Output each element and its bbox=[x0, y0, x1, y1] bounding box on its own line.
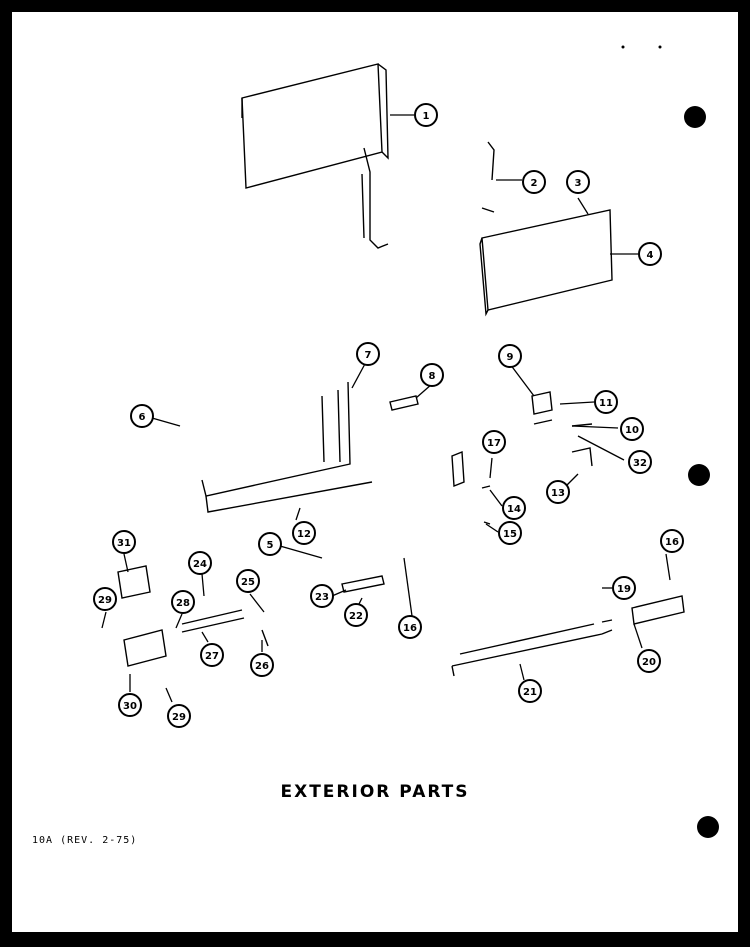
callout: 29 bbox=[93, 587, 117, 611]
callout: 2 bbox=[522, 170, 546, 194]
svg-text:32: 32 bbox=[633, 458, 647, 469]
callout: 3 bbox=[566, 170, 590, 194]
callout: 17 bbox=[482, 430, 506, 454]
svg-text:25: 25 bbox=[241, 577, 255, 588]
speck bbox=[621, 45, 625, 49]
binder-hole-top bbox=[684, 106, 706, 128]
svg-text:7: 7 bbox=[365, 350, 372, 361]
leader-lines bbox=[101, 114, 671, 703]
svg-text:8: 8 bbox=[429, 371, 436, 382]
svg-text:20: 20 bbox=[642, 657, 656, 668]
callout: 5 bbox=[258, 532, 282, 556]
part-side-panel bbox=[479, 209, 613, 317]
callout: 22 bbox=[344, 603, 368, 627]
svg-text:28: 28 bbox=[176, 598, 190, 609]
callout: 19 bbox=[612, 576, 636, 600]
svg-text:22: 22 bbox=[349, 611, 363, 622]
svg-text:24: 24 bbox=[193, 559, 207, 570]
svg-text:30: 30 bbox=[123, 701, 137, 712]
callout: 12 bbox=[292, 521, 316, 545]
callout: 29 bbox=[167, 704, 191, 728]
part-left-assembly bbox=[117, 565, 269, 667]
svg-text:16: 16 bbox=[403, 623, 417, 634]
callouts: 1 2 3 4 5 6 7 8 9 10 11 12 13 14 15 16 1… bbox=[93, 103, 684, 728]
svg-text:16: 16 bbox=[665, 537, 679, 548]
svg-text:21: 21 bbox=[523, 687, 537, 698]
callout: 15 bbox=[498, 521, 522, 545]
callout: 28 bbox=[171, 590, 195, 614]
svg-text:14: 14 bbox=[507, 504, 521, 515]
part-center-pieces bbox=[451, 450, 491, 525]
exploded-parts-diagram: 1 2 3 4 5 6 7 8 9 10 11 12 13 14 15 16 1… bbox=[93, 45, 719, 838]
callout: 8 bbox=[420, 363, 444, 387]
part-bracket-2 bbox=[481, 141, 495, 213]
callout: 32 bbox=[628, 450, 652, 474]
binder-hole-bottom bbox=[697, 816, 719, 838]
callout: 7 bbox=[356, 342, 380, 366]
callout: 30 bbox=[118, 693, 142, 717]
svg-text:6: 6 bbox=[139, 412, 146, 423]
callout: 9 bbox=[498, 344, 522, 368]
callout: 14 bbox=[502, 496, 526, 520]
callout: 13 bbox=[546, 480, 570, 504]
callout: 16 bbox=[660, 529, 684, 553]
svg-text:9: 9 bbox=[507, 352, 514, 363]
speck bbox=[658, 45, 662, 49]
revision-label: 10A (REV. 2-75) bbox=[32, 835, 138, 846]
callout: 11 bbox=[594, 390, 618, 414]
svg-text:27: 27 bbox=[205, 651, 219, 662]
part-top-panel bbox=[241, 63, 389, 249]
callout: 4 bbox=[638, 242, 662, 266]
callout: 1 bbox=[414, 103, 438, 127]
callout: 20 bbox=[637, 649, 661, 673]
callout: 25 bbox=[236, 569, 260, 593]
svg-text:15: 15 bbox=[503, 529, 517, 540]
svg-text:3: 3 bbox=[575, 178, 582, 189]
callout: 26 bbox=[250, 653, 274, 677]
callout: 6 bbox=[130, 404, 154, 428]
svg-text:10: 10 bbox=[625, 425, 639, 436]
binder-hole-middle bbox=[688, 464, 710, 486]
part-knob-22 bbox=[341, 575, 385, 593]
svg-text:12: 12 bbox=[297, 529, 311, 540]
svg-text:29: 29 bbox=[172, 712, 186, 723]
part-chassis bbox=[201, 381, 373, 513]
svg-text:17: 17 bbox=[487, 438, 501, 449]
svg-text:26: 26 bbox=[255, 661, 269, 672]
callout: 10 bbox=[620, 417, 644, 441]
svg-text:31: 31 bbox=[117, 538, 131, 549]
svg-text:4: 4 bbox=[647, 250, 654, 261]
svg-text:11: 11 bbox=[599, 398, 613, 409]
callout: 16 bbox=[398, 615, 422, 639]
part-right-bracket bbox=[601, 595, 685, 625]
svg-text:23: 23 bbox=[315, 592, 329, 603]
callout: 24 bbox=[188, 551, 212, 575]
svg-text:29: 29 bbox=[98, 595, 112, 606]
svg-text:2: 2 bbox=[531, 178, 538, 189]
svg-text:13: 13 bbox=[551, 488, 565, 499]
parts-sheet: 1 2 3 4 5 6 7 8 9 10 11 12 13 14 15 16 1… bbox=[12, 12, 738, 932]
svg-text:5: 5 bbox=[267, 540, 274, 551]
part-bracket-8 bbox=[389, 395, 419, 411]
callout: 31 bbox=[112, 530, 136, 554]
svg-text:1: 1 bbox=[423, 111, 430, 122]
callout: 21 bbox=[518, 679, 542, 703]
callout: 27 bbox=[200, 643, 224, 667]
part-base-pan bbox=[451, 623, 613, 677]
page-title: EXTERIOR PARTS bbox=[280, 782, 470, 802]
svg-text:19: 19 bbox=[617, 584, 631, 595]
callout: 23 bbox=[310, 584, 334, 608]
